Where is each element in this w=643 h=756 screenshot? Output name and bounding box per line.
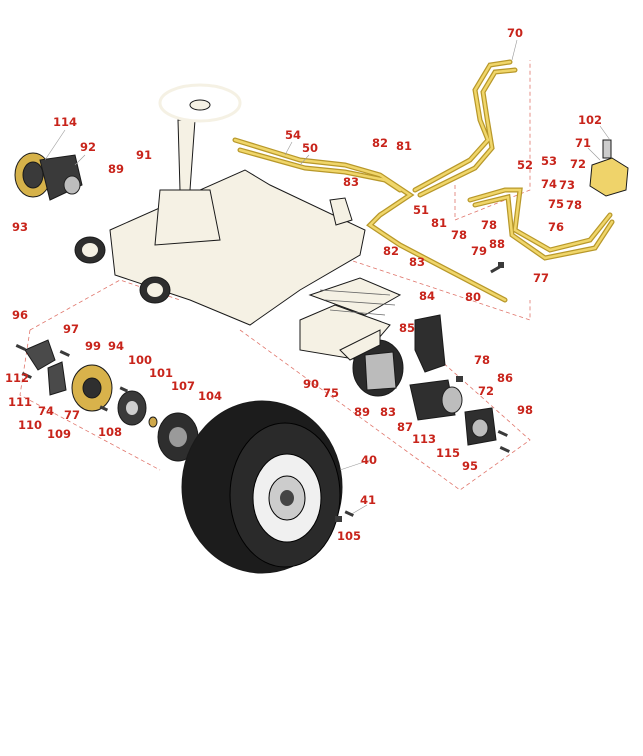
callout-51[interactable]: 51 (413, 203, 430, 217)
callout-111[interactable]: 111 (8, 395, 33, 409)
callout-90[interactable]: 90 (303, 377, 320, 391)
callout-54[interactable]: 54 (285, 128, 302, 142)
steering-wheel (154, 83, 242, 246)
callout-95[interactable]: 95 (462, 459, 479, 473)
callout-81[interactable]: 81 (431, 216, 448, 230)
callout-41[interactable]: 41 (360, 493, 377, 507)
callout-94[interactable]: 94 (108, 339, 125, 353)
callout-82[interactable]: 82 (383, 244, 400, 258)
callout-72[interactable]: 72 (478, 384, 495, 398)
callout-89[interactable]: 89 (354, 405, 371, 419)
pump-motor (14, 152, 83, 201)
callout-76[interactable]: 76 (548, 220, 565, 234)
callout-75[interactable]: 75 (323, 386, 340, 400)
brake-assembly-left (24, 339, 199, 462)
callout-75[interactable]: 75 (548, 197, 565, 211)
callout-52[interactable]: 52 (517, 158, 534, 172)
callout-92[interactable]: 92 (80, 140, 97, 154)
fasteners (15, 262, 510, 522)
callout-70[interactable]: 70 (507, 26, 524, 40)
hydraulic-lines-highlight (233, 60, 614, 302)
valve-block (589, 139, 629, 197)
callout-78[interactable]: 78 (481, 218, 498, 232)
callout-77[interactable]: 77 (533, 271, 550, 285)
callout-97[interactable]: 97 (63, 322, 80, 336)
callout-82[interactable]: 82 (372, 136, 389, 150)
callout-72[interactable]: 72 (570, 157, 587, 171)
callout-108[interactable]: 108 (98, 425, 123, 439)
callout-113[interactable]: 113 (412, 432, 437, 446)
callout-83[interactable]: 83 (409, 255, 426, 269)
callout-50[interactable]: 50 (302, 141, 319, 155)
callout-105[interactable]: 105 (337, 529, 362, 543)
callout-77[interactable]: 77 (64, 408, 81, 422)
callout-93[interactable]: 93 (12, 220, 29, 234)
callout-84[interactable]: 84 (419, 289, 436, 303)
callout-79[interactable]: 79 (471, 244, 488, 258)
callout-115[interactable]: 115 (436, 446, 461, 460)
callout-74[interactable]: 74 (38, 404, 55, 418)
brake-assembly-right (339, 314, 497, 446)
callout-96[interactable]: 96 (12, 308, 29, 322)
callout-73[interactable]: 73 (559, 178, 576, 192)
callout-99[interactable]: 99 (85, 339, 102, 353)
callout-71[interactable]: 71 (575, 136, 592, 150)
callout-102[interactable]: 102 (578, 113, 603, 127)
callout-109[interactable]: 109 (47, 427, 72, 441)
callout-80[interactable]: 80 (465, 290, 482, 304)
callout-107[interactable]: 107 (171, 379, 196, 393)
callout-112[interactable]: 112 (5, 371, 30, 385)
callout-53[interactable]: 53 (541, 154, 558, 168)
callout-91[interactable]: 91 (136, 148, 153, 162)
callout-114[interactable]: 114 (53, 115, 78, 129)
callout-78[interactable]: 78 (451, 228, 468, 242)
callout-87[interactable]: 87 (397, 420, 414, 434)
callout-78[interactable]: 78 (566, 198, 583, 212)
callout-89[interactable]: 89 (108, 162, 125, 176)
callout-81[interactable]: 81 (396, 139, 413, 153)
callout-101[interactable]: 101 (149, 366, 174, 380)
callout-74[interactable]: 74 (541, 177, 558, 191)
callout-40[interactable]: 40 (361, 453, 378, 467)
callout-85[interactable]: 85 (399, 321, 416, 335)
callout-83[interactable]: 83 (380, 405, 397, 419)
tractor-frame (109, 169, 402, 361)
callout-86[interactable]: 86 (497, 371, 514, 385)
tire (181, 400, 343, 574)
callout-78[interactable]: 78 (474, 353, 491, 367)
callout-104[interactable]: 104 (198, 389, 223, 403)
leader-lines (44, 39, 611, 516)
callout-110[interactable]: 110 (18, 418, 43, 432)
callout-100[interactable]: 100 (128, 353, 153, 367)
frame-cylinders (74, 236, 171, 304)
callout-83[interactable]: 83 (343, 175, 360, 189)
callout-98[interactable]: 98 (517, 403, 534, 417)
callout-88[interactable]: 88 (489, 237, 506, 251)
